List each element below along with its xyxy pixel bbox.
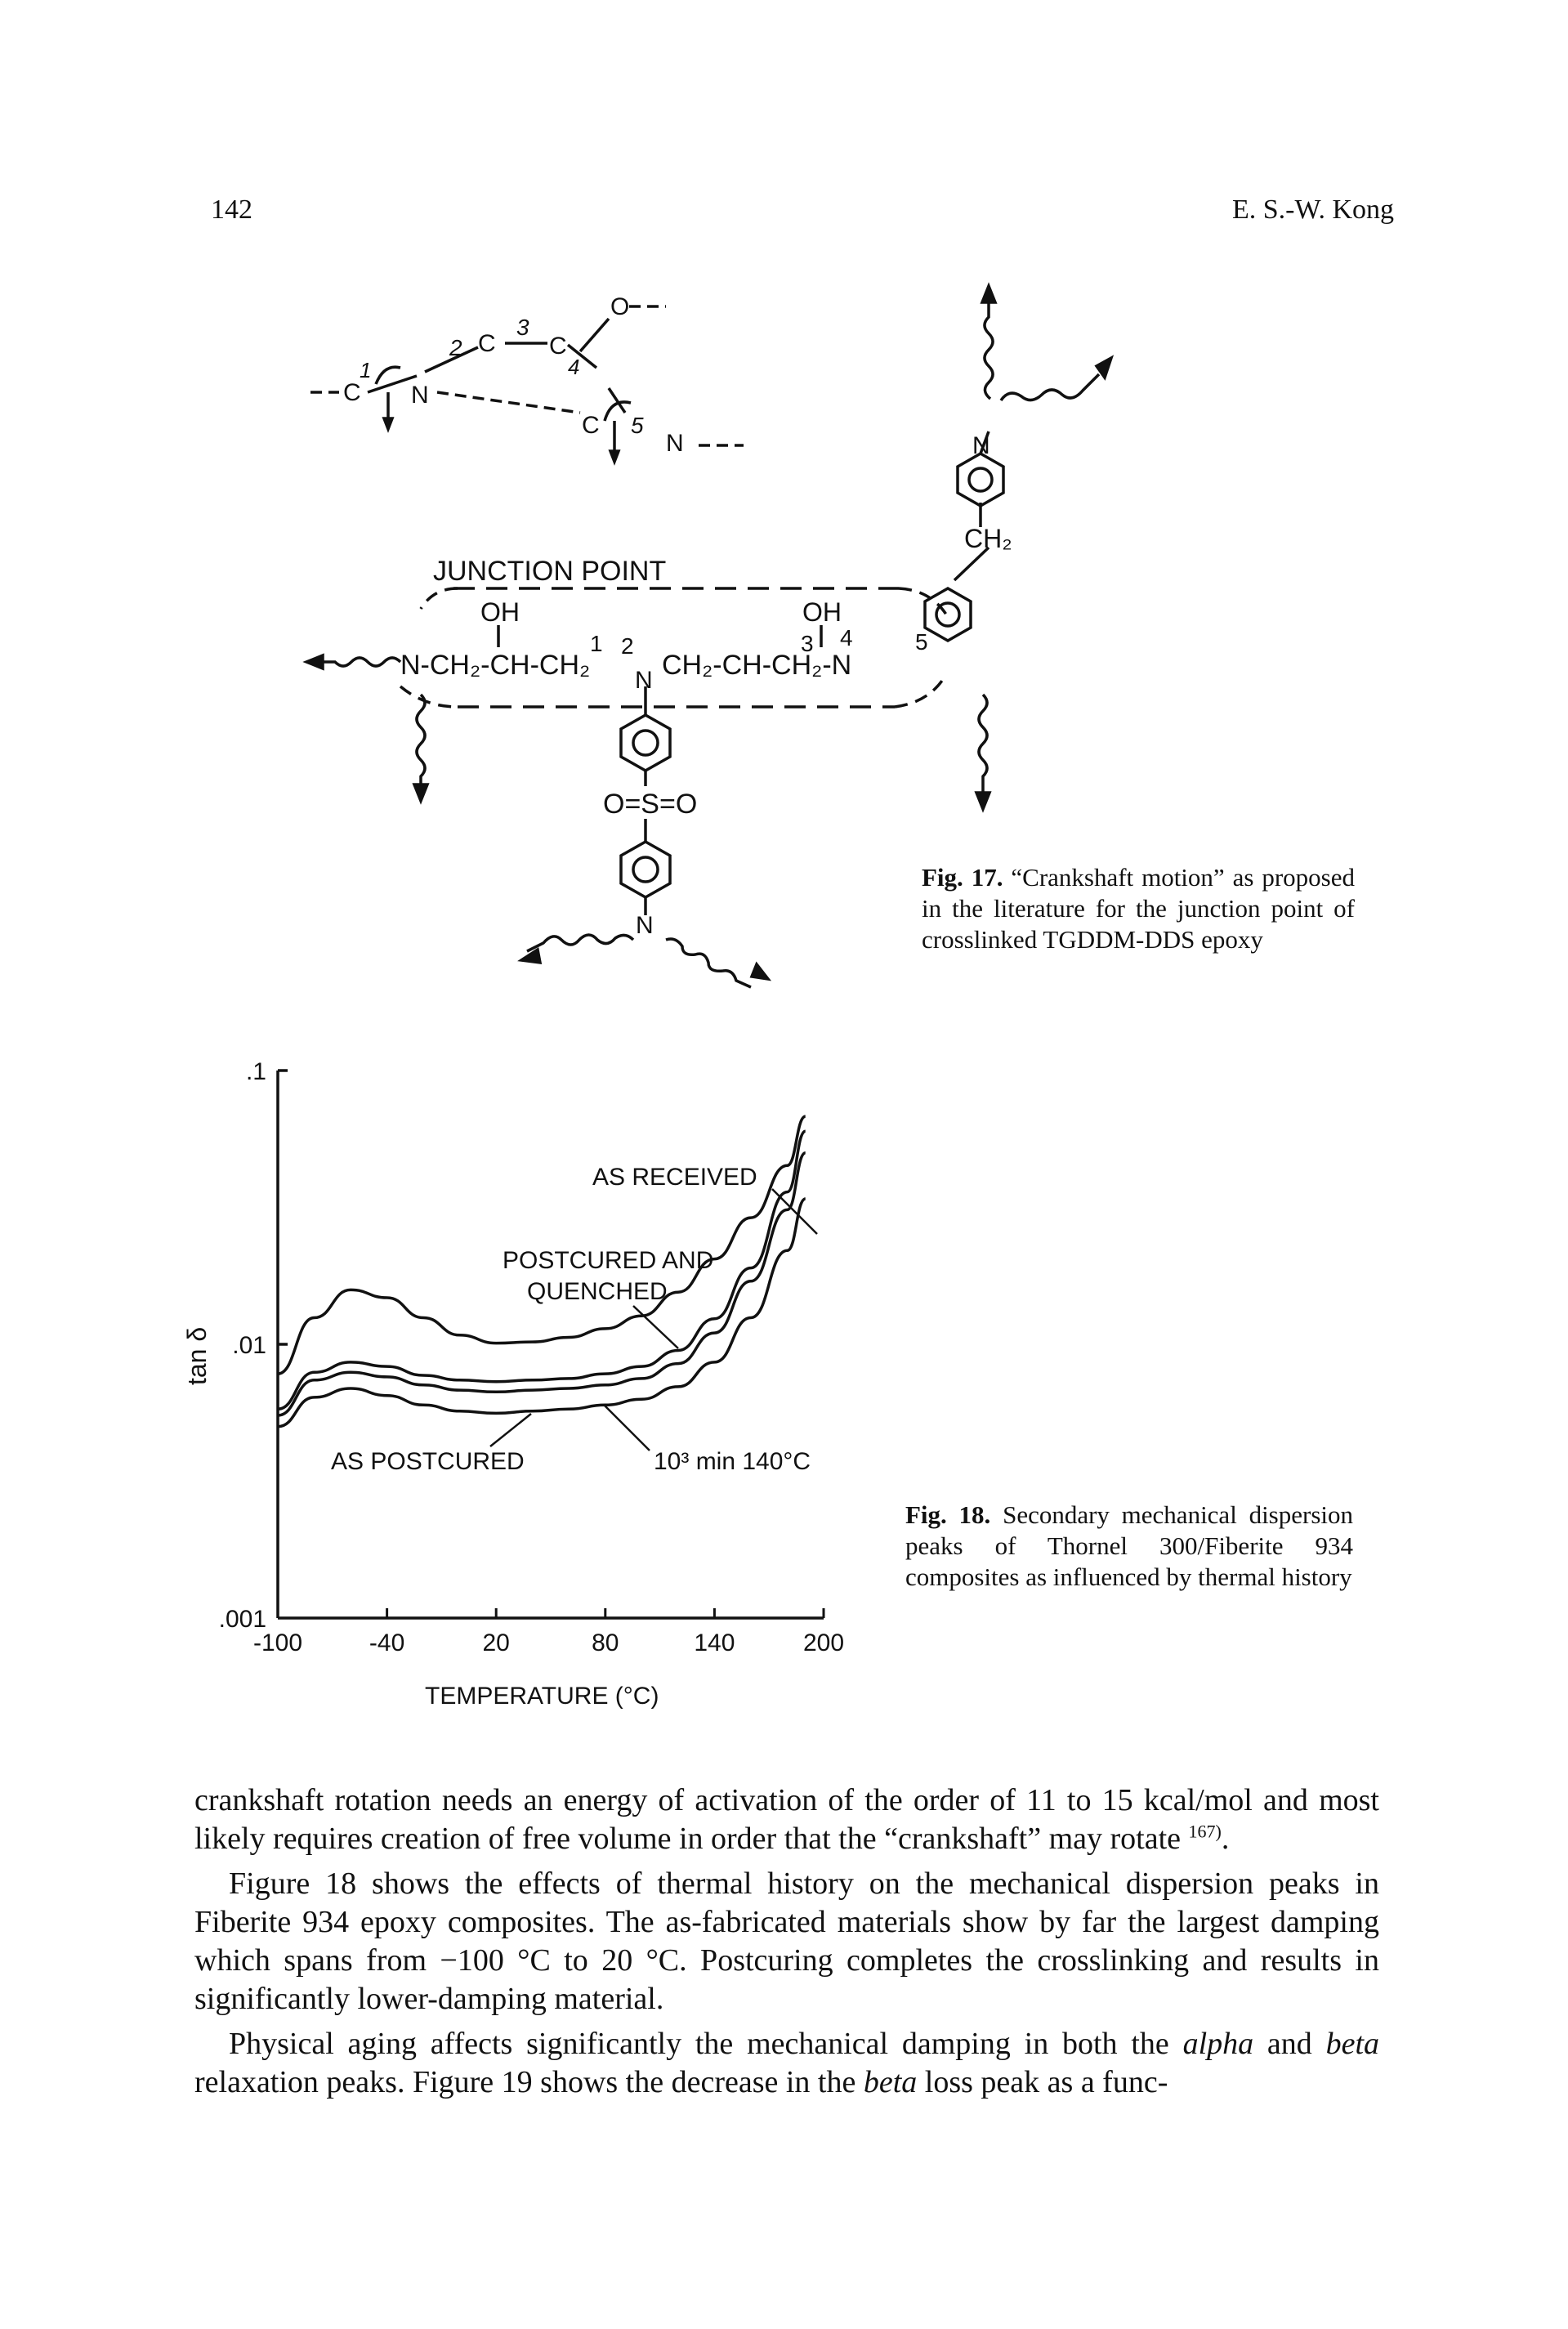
annotation-postcured-quenched-2: QUENCHED: [527, 1278, 668, 1305]
n-top-right: N: [972, 432, 990, 459]
crank-c2: C: [478, 330, 496, 357]
crank-n1: N: [411, 382, 429, 409]
series-line-3: [277, 1151, 806, 1417]
annotation-as-received: AS RECEIVED: [592, 1164, 757, 1191]
junction-num4: 4: [840, 625, 853, 650]
y-tick-label: .001: [219, 1606, 266, 1633]
sulfone-group: O=S=O: [603, 789, 697, 820]
n-center: N: [635, 667, 653, 694]
paragraph-3: Physical aging affects significantly the…: [194, 2025, 1379, 2102]
x-tick-label: 80: [592, 1629, 619, 1656]
junction-num3: 3: [801, 631, 814, 656]
crank-num3: 3: [516, 315, 529, 340]
n-bottom: N: [636, 912, 654, 939]
paragraph-3-c: relaxation peaks. Figure 19 shows the de…: [194, 2065, 856, 2099]
figure-17-label: Fig. 17.: [922, 863, 1003, 892]
y-tick-label: .01: [232, 1332, 266, 1359]
figure-17-caption-text: “Crankshaft motion” as proposed in the l…: [922, 863, 1355, 954]
body-text: crankshaft rotation needs an energy of a…: [194, 1781, 1379, 2102]
paragraph-3-d: loss peak as a func-: [924, 2065, 1168, 2099]
crank-num2: 2: [449, 335, 462, 360]
paragraph-3-a: Physical aging affects significantly the…: [229, 2027, 1169, 2061]
x-tick-label: -40: [369, 1629, 404, 1656]
crank-n2: N: [666, 430, 684, 457]
paragraph-1: crankshaft rotation needs an energy of a…: [194, 1781, 1379, 1858]
ylabel: tan δ: [182, 1327, 212, 1385]
y-tick-label: .1: [246, 1058, 266, 1085]
paragraph-3-b: and: [1266, 2027, 1312, 2061]
figure-18-caption: Fig. 18. Secondary mechanical dispersion…: [905, 1500, 1353, 1593]
annotation-as-postcured: AS POSTCURED: [331, 1448, 525, 1475]
ch2-top-right: CH₂: [964, 524, 1012, 553]
figure-18-label: Fig. 18.: [905, 1500, 991, 1529]
crank-num4: 4: [568, 355, 579, 379]
backbone-left: N-CH₂-CH-CH₂: [400, 650, 590, 681]
page-number: 142: [211, 194, 252, 225]
annotation-aged: 10³ min 140°C: [654, 1448, 811, 1475]
junction-point-label: JUNCTION POINT: [433, 556, 666, 587]
figure-17-diagram: C 1 N 2 C 3 C 4 O C 5 N JUNCTION POINT O…: [302, 282, 1115, 989]
alpha-term: alpha: [1182, 2027, 1254, 2061]
figure-18-chart: -100 -40 20 80 140 200 .1 .01 .001 TEMPERATURE (…: [182, 1058, 844, 1710]
junction-num2: 2: [621, 633, 634, 659]
crank-num5: 5: [631, 413, 644, 438]
figure-18-caption-text: Secondary mechanical dispersion peaks of…: [905, 1500, 1353, 1591]
x-tick-label: -100: [253, 1629, 302, 1656]
crank-c3: C: [549, 333, 567, 360]
crank-num1: 1: [360, 358, 371, 382]
beta-term-2: beta: [863, 2065, 918, 2099]
paragraph-2: Figure 18 shows the effects of thermal h…: [194, 1866, 1379, 2016]
crank-o: O: [610, 293, 629, 320]
junction-num5: 5: [915, 629, 928, 655]
x-tick-label: 200: [803, 1629, 844, 1656]
citation-167: 167): [1188, 1821, 1222, 1842]
backbone-right: CH₂-CH-CH₂-N: [662, 650, 851, 681]
xlabel: TEMPERATURE (°C): [425, 1683, 659, 1710]
junction-num1: 1: [590, 631, 603, 656]
paragraph-1-text: crankshaft rotation needs an energy of a…: [194, 1783, 1379, 1856]
series-line-1: [277, 1115, 806, 1375]
crank-c1: C: [343, 379, 361, 406]
oh-right: OH: [802, 597, 842, 627]
oh-left: OH: [480, 597, 520, 627]
series-line-2: [277, 1129, 806, 1411]
series-line-4: [277, 1197, 806, 1428]
running-author: E. S.-W. Kong: [1232, 194, 1395, 225]
annotation-postcured-quenched-1: POSTCURED AND: [503, 1247, 713, 1274]
x-tick-label: 20: [483, 1629, 510, 1656]
crank-c4: C: [582, 412, 600, 439]
figure-17-caption: Fig. 17. “Crankshaft motion” as proposed…: [922, 862, 1355, 955]
beta-term: beta: [1325, 2027, 1380, 2061]
x-tick-label: 140: [694, 1629, 735, 1656]
paragraph-1-end: .: [1221, 1822, 1230, 1856]
